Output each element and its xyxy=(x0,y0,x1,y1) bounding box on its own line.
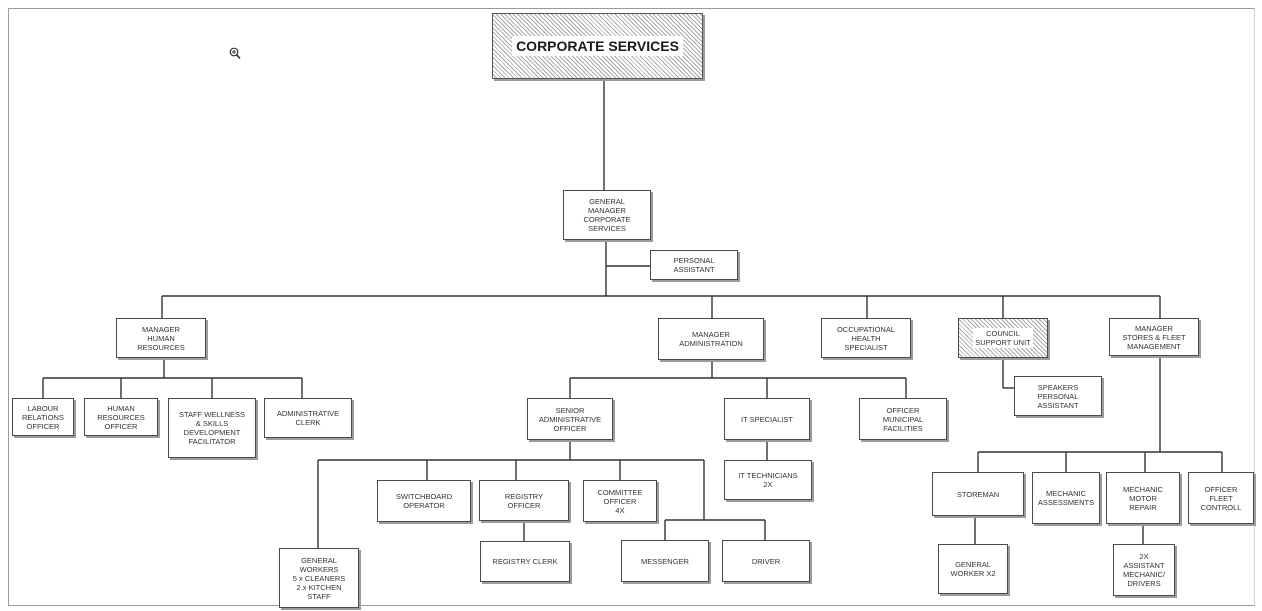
node-council-support-unit[interactable]: COUNCIL SUPPORT UNIT xyxy=(958,318,1048,358)
node-assistant-mechanic-drivers[interactable]: 2X ASSISTANT MECHANIC/ DRIVERS xyxy=(1113,544,1175,596)
node-manager-administration[interactable]: MANAGER ADMINISTRATION xyxy=(658,318,764,360)
node-mechanic-assessments[interactable]: MECHANIC ASSESSMENTS xyxy=(1032,472,1100,524)
node-driver[interactable]: DRIVER xyxy=(722,540,810,582)
node-committee-officer[interactable]: COMMITTEE OFFICER 4X xyxy=(583,480,657,522)
node-officer-fleet-controll[interactable]: OFFICER FLEET CONTROLL xyxy=(1188,472,1254,524)
node-general-manager[interactable]: GENERAL MANAGER CORPORATE SERVICES xyxy=(563,190,651,240)
node-registry-officer[interactable]: REGISTRY OFFICER xyxy=(479,480,569,521)
node-speakers-personal-assistant[interactable]: SPEAKERS PERSONAL ASSISTANT xyxy=(1014,376,1102,416)
node-messenger[interactable]: MESSENGER xyxy=(621,540,709,582)
diagram-frame xyxy=(8,8,1255,606)
node-personal-assistant[interactable]: PERSONAL ASSISTANT xyxy=(650,250,738,280)
node-occupational-health-specialist[interactable]: OCCUPATIONAL HEALTH SPECIALIST xyxy=(821,318,911,358)
node-corporate-services[interactable]: CORPORATE SERVICES xyxy=(492,13,703,79)
node-mechanic-motor-repair[interactable]: MECHANIC MOTOR REPAIR xyxy=(1106,472,1180,524)
node-label: CORPORATE SERVICES xyxy=(512,36,683,56)
node-general-worker-x2[interactable]: GENERAL WORKER X2 xyxy=(938,544,1008,594)
node-manager-human-resources[interactable]: MANAGER HUMAN RESOURCES xyxy=(116,318,206,358)
node-registry-clerk[interactable]: REGISTRY CLERK xyxy=(480,541,570,582)
node-switchboard-operator[interactable]: SWITCHBOARD OPERATOR xyxy=(377,480,471,522)
node-labour-relations-officer[interactable]: LABOUR RELATIONS OFFICER xyxy=(12,398,74,436)
node-staff-wellness-facilitator[interactable]: STAFF WELLNESS & SKILLS DEVELOPMENT FACI… xyxy=(168,398,256,458)
node-senior-administrative-officer[interactable]: SENIOR ADMINISTRATIVE OFFICER xyxy=(527,398,613,440)
node-general-workers[interactable]: GENERAL WORKERS 5 x CLEANERS 2 x KITCHEN… xyxy=(279,548,359,608)
node-it-technicians[interactable]: IT TECHNICIANS 2X xyxy=(724,460,812,500)
node-human-resources-officer[interactable]: HUMAN RESOURCES OFFICER xyxy=(84,398,158,436)
node-officer-municipal-facilities[interactable]: OFFICER MUNICIPAL FACILITIES xyxy=(859,398,947,440)
node-it-specialist[interactable]: IT SPECIALIST xyxy=(724,398,810,440)
node-storeman[interactable]: STOREMAN xyxy=(932,472,1024,516)
node-administrative-clerk[interactable]: ADMINISTRATIVE CLERK xyxy=(264,398,352,438)
node-label: COUNCIL SUPPORT UNIT xyxy=(973,328,1033,348)
zoom-in-icon[interactable] xyxy=(229,47,241,61)
node-manager-stores-fleet[interactable]: MANAGER STORES & FLEET MANAGEMENT xyxy=(1109,318,1199,356)
